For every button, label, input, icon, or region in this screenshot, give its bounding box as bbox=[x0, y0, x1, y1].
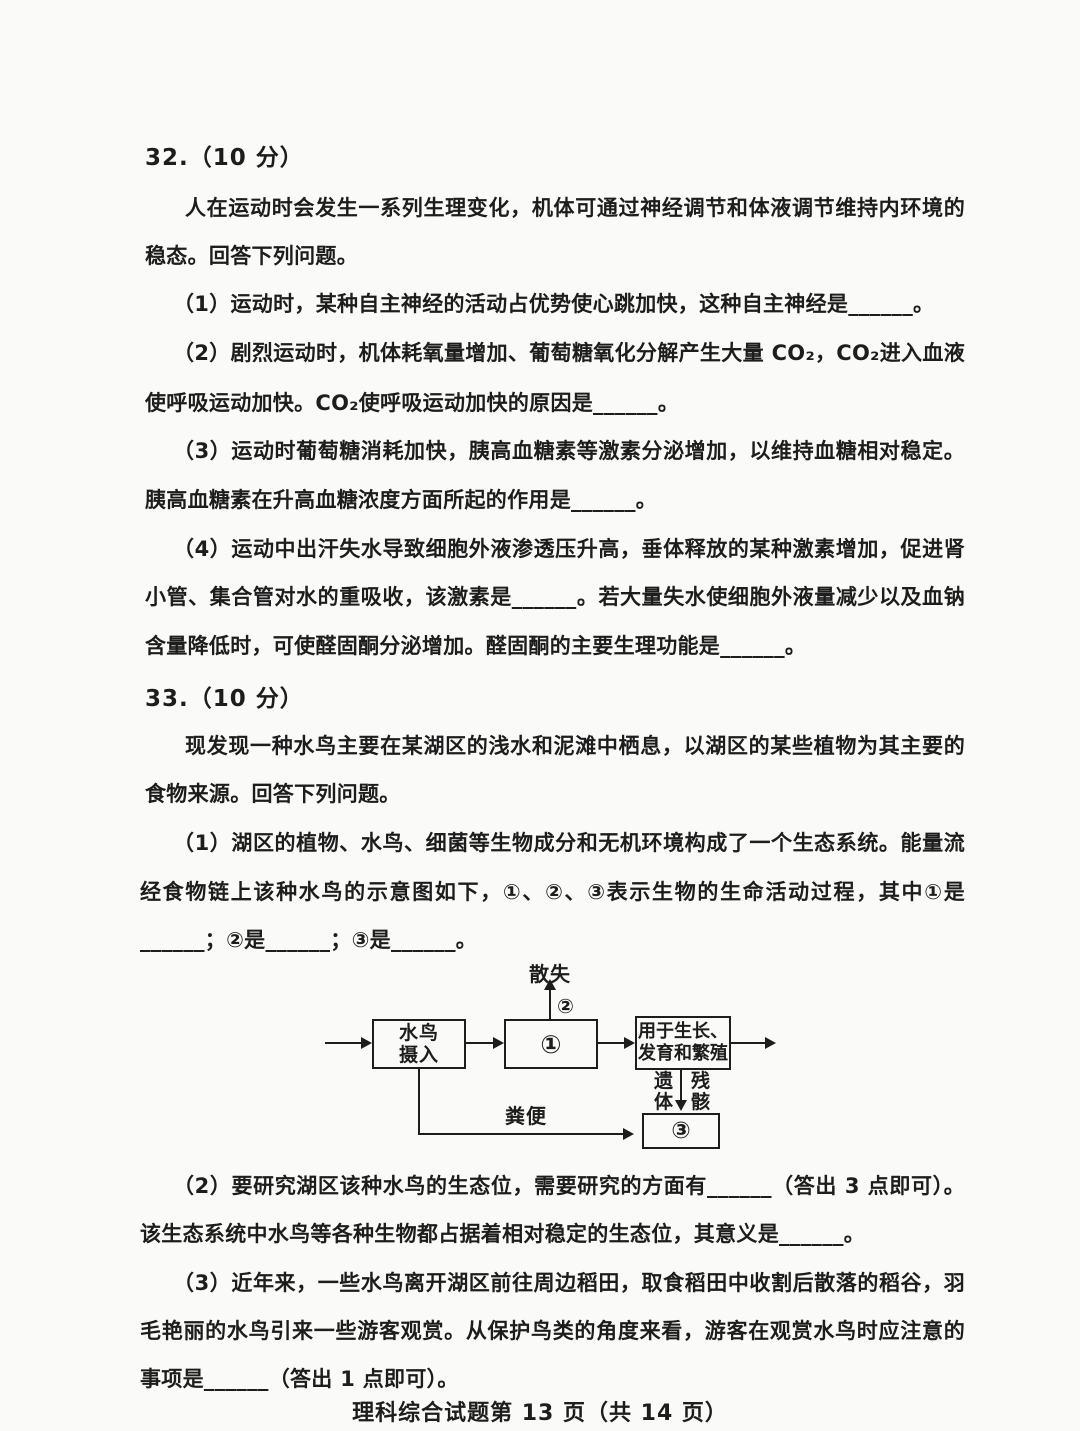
remains-label-right: 残骸 bbox=[690, 1070, 710, 1113]
remains-label-left: 遗体 bbox=[653, 1070, 673, 1113]
assimilation-box-number: ① bbox=[540, 1029, 562, 1059]
q33-sub2-line1: （2）要研究湖区该种水鸟的生态位，需要研究的方面有______（答出 3 点即可… bbox=[173, 1174, 965, 1198]
flow-line-1 bbox=[466, 1042, 494, 1044]
q33-sub2-line2: 该生态系统中水鸟等各种生物都占据着相对稳定的生态位，其意义是______。 bbox=[140, 1222, 866, 1246]
q32-sub1: （1）运动时，某种自主神经的活动占优势使心跳加快，这种自主神经是______。 bbox=[173, 292, 935, 316]
page-footer: 理科综合试题第 13 页（共 14 页） bbox=[352, 1401, 728, 1426]
growth-box: 用于生长、 发育和繁殖 bbox=[635, 1016, 731, 1070]
q33-sub1-blanks-line: ______；②是______；③是______。 bbox=[140, 928, 478, 952]
q33-intro-line1: 现发现一种水鸟主要在某湖区的浅水和泥滩中栖息，以湖区的某些植物为其主要的 bbox=[185, 734, 965, 758]
q33-intro-line2: 食物来源。回答下列问题。 bbox=[145, 782, 401, 806]
q32-sub2-line1: （2）剧烈运动时，机体耗氧量增加、葡萄糖氧化分解产生大量 CO₂，CO₂进入血液 bbox=[173, 341, 965, 365]
flow-line-entry bbox=[325, 1042, 362, 1044]
q32-sub3-line1: （3）运动时葡萄糖消耗加快，胰高血糖素等激素分泌增加，以维持血糖相对稳定。 bbox=[173, 439, 965, 463]
loss-line bbox=[549, 990, 551, 1019]
q33-sub3-line1: （3）近年来，一些水鸟离开湖区前往周边稻田，取食稻田中收割后散落的稻谷，羽 bbox=[173, 1271, 965, 1295]
intake-box-line2: 摄入 bbox=[398, 1044, 439, 1066]
q32-sub4-line3: 含量降低时，可使醛固酮分泌增加。醛固酮的主要生理功能是______。 bbox=[145, 634, 807, 658]
arrowhead-1-icon bbox=[493, 1037, 504, 1049]
q33-sub3-line2: 毛艳丽的水鸟引来一些游客观赏。从保护鸟类的角度来看，游客在观赏水鸟时应注意的 bbox=[140, 1319, 965, 1343]
arrowhead-feces-icon bbox=[623, 1128, 634, 1140]
q32-sub3-line2: 胰高血糖素在升高血糖浓度方面所起的作用是______。 bbox=[145, 488, 658, 512]
q33-sub1-line1: （1）湖区的植物、水鸟、细菌等生物成分和无机环境构成了一个生态系统。能量流 bbox=[173, 831, 965, 855]
q32-intro-line2: 稳态。回答下列问题。 bbox=[145, 244, 358, 268]
intake-box-line1: 水鸟 bbox=[398, 1022, 439, 1044]
arrowhead-remains-icon bbox=[675, 1100, 687, 1111]
feces-line-horizontal bbox=[418, 1133, 624, 1135]
q33-sub3-line3: 事项是______（答出 1 点即可）。 bbox=[140, 1367, 459, 1391]
feces-label: 粪便 bbox=[505, 1104, 547, 1128]
assimilation-box: ① bbox=[504, 1019, 598, 1069]
loss-number-label: ② bbox=[557, 994, 575, 1018]
q32-sub2-line2: 使呼吸运动加快。CO₂使呼吸运动加快的原因是______。 bbox=[145, 391, 680, 415]
intake-box: 水鸟 摄入 bbox=[372, 1019, 466, 1069]
loss-label: 散失 bbox=[529, 962, 571, 986]
arrowhead-exit-icon bbox=[765, 1037, 776, 1049]
arrowhead-entry-icon bbox=[361, 1037, 372, 1049]
q32-sub4-line2: 小管、集合管对水的重吸收，该激素是______。若大量失水使细胞外液量减少以及血… bbox=[145, 585, 965, 609]
q33-header: 33.（10 分） bbox=[145, 686, 304, 712]
remains-line bbox=[680, 1070, 682, 1101]
decomposer-box-number: ③ bbox=[671, 1117, 691, 1144]
flow-line-exit bbox=[731, 1042, 766, 1044]
arrowhead-2-icon bbox=[624, 1037, 635, 1049]
decomposer-box: ③ bbox=[642, 1113, 720, 1149]
q32-sub4-line1: （4）运动中出汗失水导致细胞外液渗透压升高，垂体释放的某种激素增加，促进肾 bbox=[173, 537, 965, 561]
growth-box-line2: 发育和繁殖 bbox=[638, 1043, 728, 1064]
q33-sub1-line2: 经食物链上该种水鸟的示意图如下，①、②、③表示生物的生命活动过程，其中①是 bbox=[140, 880, 965, 904]
q32-header: 32.（10 分） bbox=[145, 145, 304, 171]
growth-box-line1: 用于生长、 bbox=[638, 1021, 728, 1042]
energy-flow-diagram: 水鸟 摄入 ① 散失 ② 用于生长、 发育和繁殖 遗体 残骸 bbox=[300, 958, 800, 1158]
feces-line-vertical bbox=[418, 1069, 420, 1135]
q32-intro-line1: 人在运动时会发生一系列生理变化，机体可通过神经调节和体液调节维持内环境的 bbox=[185, 196, 965, 220]
flow-line-2 bbox=[598, 1042, 625, 1044]
arrowhead-loss-icon bbox=[544, 979, 556, 990]
